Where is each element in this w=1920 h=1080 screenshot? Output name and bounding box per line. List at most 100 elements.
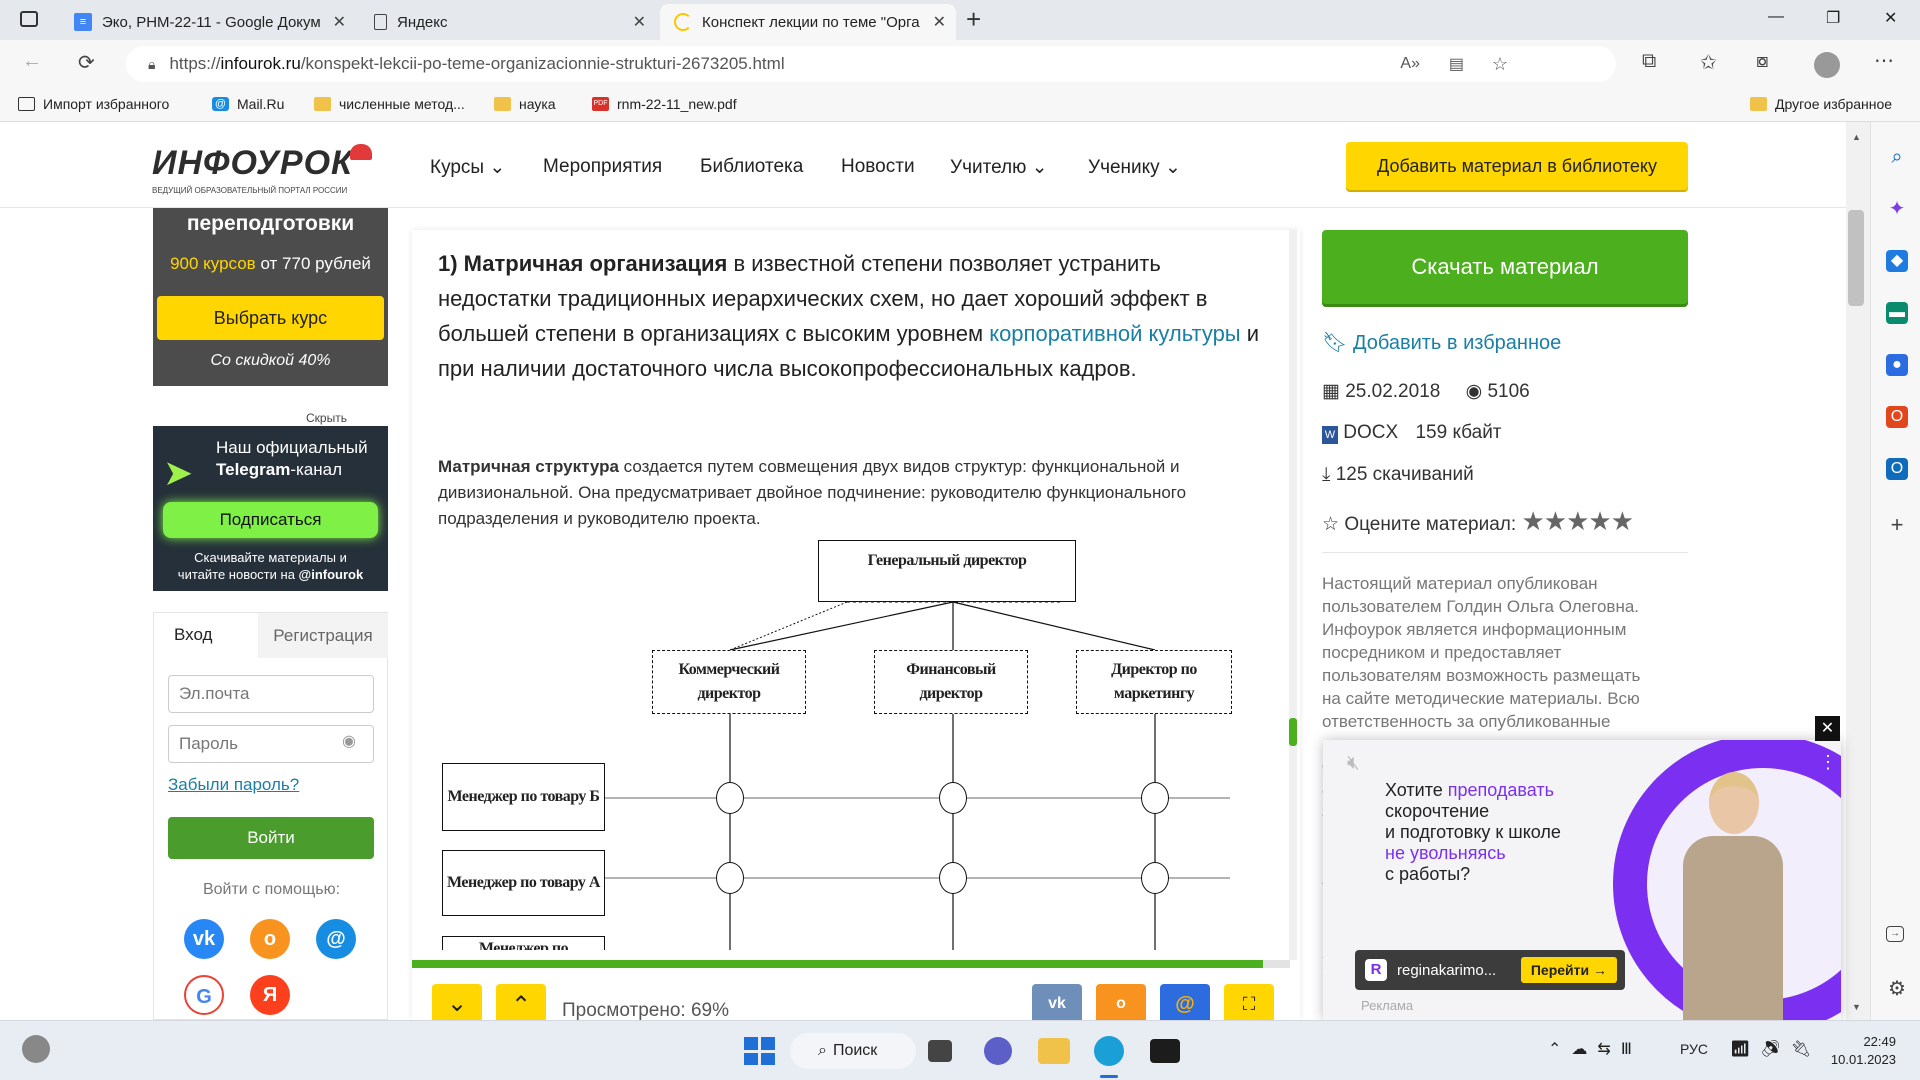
- nav-courses[interactable]: Курсы ⌄: [430, 156, 505, 179]
- favorites-icon[interactable]: ✩: [1700, 52, 1717, 74]
- yandex-icon[interactable]: Я: [250, 975, 290, 1015]
- edge-sidebar: ⌕ ✦ ◆ ▬ ● O O + → ⚙: [1870, 122, 1920, 1020]
- add-icon[interactable]: +: [1890, 512, 1904, 537]
- scroll-down-icon[interactable]: ▼: [1852, 1002, 1861, 1012]
- explorer-icon[interactable]: [1038, 1038, 1070, 1064]
- ad-go-button[interactable]: Перейти →: [1520, 957, 1617, 983]
- tab-register[interactable]: Регистрация: [258, 613, 388, 658]
- start-button[interactable]: [740, 1033, 776, 1069]
- favorite-folder-numeric[interactable]: численные метод...: [314, 96, 465, 112]
- ad-more-icon[interactable]: ⋮: [1819, 752, 1837, 772]
- corporate-culture-link[interactable]: корпоративной культуры: [989, 321, 1241, 346]
- login-button[interactable]: Войти: [168, 817, 374, 859]
- nav-library[interactable]: Библиотека: [700, 156, 803, 178]
- meta-file: W DOCX 159 кбайт: [1322, 422, 1502, 444]
- shopping-icon[interactable]: ◆: [1886, 250, 1908, 272]
- tab-google-docs[interactable]: ≡ Эко, РНМ-22-11 - Google Докум ✕: [60, 4, 356, 40]
- diagram-lines: [605, 601, 1230, 950]
- games-icon[interactable]: ●: [1886, 354, 1908, 376]
- address-bar[interactable]: 🔒︎ https:// infourok.ru /konspekt-lekcii…: [126, 46, 1616, 82]
- profile-avatar[interactable]: [1814, 52, 1840, 78]
- minimize-button[interactable]: —: [1768, 8, 1784, 25]
- inner-scrollbar-thumb[interactable]: [1289, 718, 1297, 746]
- forgot-password-link[interactable]: Забыли пароль?: [168, 775, 300, 794]
- google-icon[interactable]: G: [184, 975, 224, 1015]
- download-button[interactable]: Скачать материал: [1322, 230, 1688, 304]
- nav-events[interactable]: Мероприятия: [543, 156, 662, 178]
- tools-icon[interactable]: ▬: [1886, 302, 1908, 324]
- taskbar-search[interactable]: ⌕Поиск: [790, 1033, 916, 1069]
- fullscreen-button[interactable]: ⛶: [1224, 984, 1274, 1024]
- subscribe-button[interactable]: Подписаться: [163, 502, 378, 538]
- show-password-icon[interactable]: ◉: [342, 733, 356, 750]
- nav-news[interactable]: Новости: [841, 156, 915, 178]
- split-screen-icon[interactable]: →: [1886, 926, 1904, 942]
- outlook-icon[interactable]: O: [1886, 458, 1908, 480]
- share-vk-button[interactable]: vk: [1032, 984, 1082, 1024]
- tab-yandex[interactable]: Яндекс ✕: [360, 4, 656, 40]
- search-icon[interactable]: ⌕: [1891, 146, 1903, 168]
- language-indicator[interactable]: РУС: [1680, 1041, 1709, 1057]
- favorite-star-icon[interactable]: ☆: [1491, 53, 1508, 74]
- read-aloud-icon[interactable]: A»: [1400, 55, 1420, 72]
- weather-icon[interactable]: [22, 1035, 50, 1063]
- favorite-other[interactable]: Другое избранное: [1750, 96, 1892, 112]
- extensions-icon[interactable]: ⧉: [1642, 50, 1657, 72]
- tab-login[interactable]: Вход: [174, 625, 213, 644]
- reader-icon[interactable]: ▤: [1448, 56, 1464, 73]
- new-tab-button[interactable]: +: [966, 4, 982, 34]
- collections-icon[interactable]: ⧇: [1756, 50, 1769, 72]
- scroll-up-button[interactable]: ⌃: [496, 984, 546, 1024]
- close-icon[interactable]: ✕: [632, 14, 646, 31]
- teams-icon[interactable]: [984, 1037, 1012, 1065]
- tray-icons[interactable]: ⌃☁⇆Ⅲ: [1548, 1041, 1642, 1058]
- hide-ad-link[interactable]: Скрыть: [306, 411, 347, 425]
- clock[interactable]: 22:49 10.01.2023: [1826, 1033, 1896, 1069]
- nav-teacher[interactable]: Учителю ⌄: [950, 156, 1048, 179]
- courses-ad[interactable]: переподготовки 900 курсов от 770 рублей …: [153, 208, 388, 386]
- favorite-mailru[interactable]: @ Mail.Ru: [212, 96, 284, 112]
- share-ok-button[interactable]: o: [1096, 984, 1146, 1024]
- settings-icon[interactable]: ⚙: [1888, 978, 1906, 1000]
- scroll-down-button[interactable]: ⌄: [432, 984, 482, 1024]
- close-icon[interactable]: ✕: [332, 14, 346, 31]
- close-icon[interactable]: ✕: [932, 14, 946, 31]
- vk-icon[interactable]: vk: [184, 919, 224, 959]
- add-favorite-link[interactable]: 🔖︎ Добавить в избранное: [1322, 330, 1561, 355]
- ok-icon[interactable]: o: [250, 919, 290, 959]
- choose-course-button[interactable]: Выбрать курс: [157, 296, 384, 340]
- copilot-icon[interactable]: ✦: [1888, 198, 1906, 220]
- back-icon[interactable]: ←: [22, 50, 42, 72]
- share-mailru-button[interactable]: @: [1160, 984, 1210, 1024]
- wifi-sound-battery-icons[interactable]: 📶︎🔊︎🔌︎: [1730, 1041, 1821, 1058]
- favorite-pdf[interactable]: PDF rnm-22-11_new.pdf: [592, 96, 737, 112]
- refresh-icon[interactable]: ⟳: [78, 52, 95, 74]
- maximize-button[interactable]: ❐: [1826, 10, 1841, 27]
- telegram-ad[interactable]: ➤ Наш официальный Telegram-канал Подписа…: [153, 426, 388, 591]
- inner-scrollbar[interactable]: [1289, 230, 1297, 960]
- scrollbar-thumb[interactable]: [1848, 210, 1864, 306]
- close-ad-button[interactable]: ✕: [1815, 716, 1840, 741]
- ad-channel-bar[interactable]: R reginakarimo... Перейти →: [1355, 950, 1625, 990]
- more-icon[interactable]: ⋯: [1874, 50, 1894, 72]
- password-input[interactable]: Пароль: [168, 725, 374, 763]
- terminal-icon[interactable]: [1150, 1039, 1180, 1063]
- tab-infourok[interactable]: Конспект лекции по теме "Орга ✕: [660, 4, 956, 40]
- nav-student[interactable]: Ученику ⌄: [1088, 156, 1181, 179]
- lock-icon[interactable]: 🔒︎: [148, 55, 156, 72]
- office-icon[interactable]: O: [1886, 406, 1908, 428]
- tab-actions-icon[interactable]: [20, 11, 38, 27]
- add-material-button[interactable]: Добавить материал в библиотеку: [1346, 142, 1688, 190]
- video-ad[interactable]: 🔇︎ ⋮ Хотите преподавать скорочтение и по…: [1323, 740, 1841, 1020]
- close-window-button[interactable]: ✕: [1884, 10, 1898, 27]
- mute-icon[interactable]: 🔇︎: [1347, 752, 1360, 774]
- email-input[interactable]: Эл.почта: [168, 675, 374, 713]
- task-view-icon[interactable]: [928, 1040, 952, 1062]
- favorite-folder-science[interactable]: наука: [494, 96, 556, 112]
- mailru-icon[interactable]: @: [316, 919, 356, 959]
- edge-icon[interactable]: [1094, 1036, 1124, 1066]
- rating-stars[interactable]: ★★★★★: [1521, 506, 1634, 536]
- favorite-import[interactable]: Импорт избранного: [18, 96, 169, 112]
- infourok-logo[interactable]: ИНФОУРОК ВЕДУЩИЙ ОБРАЗОВАТЕЛЬНЫЙ ПОРТАЛ …: [152, 144, 382, 198]
- scroll-up-icon[interactable]: ▲: [1852, 132, 1861, 142]
